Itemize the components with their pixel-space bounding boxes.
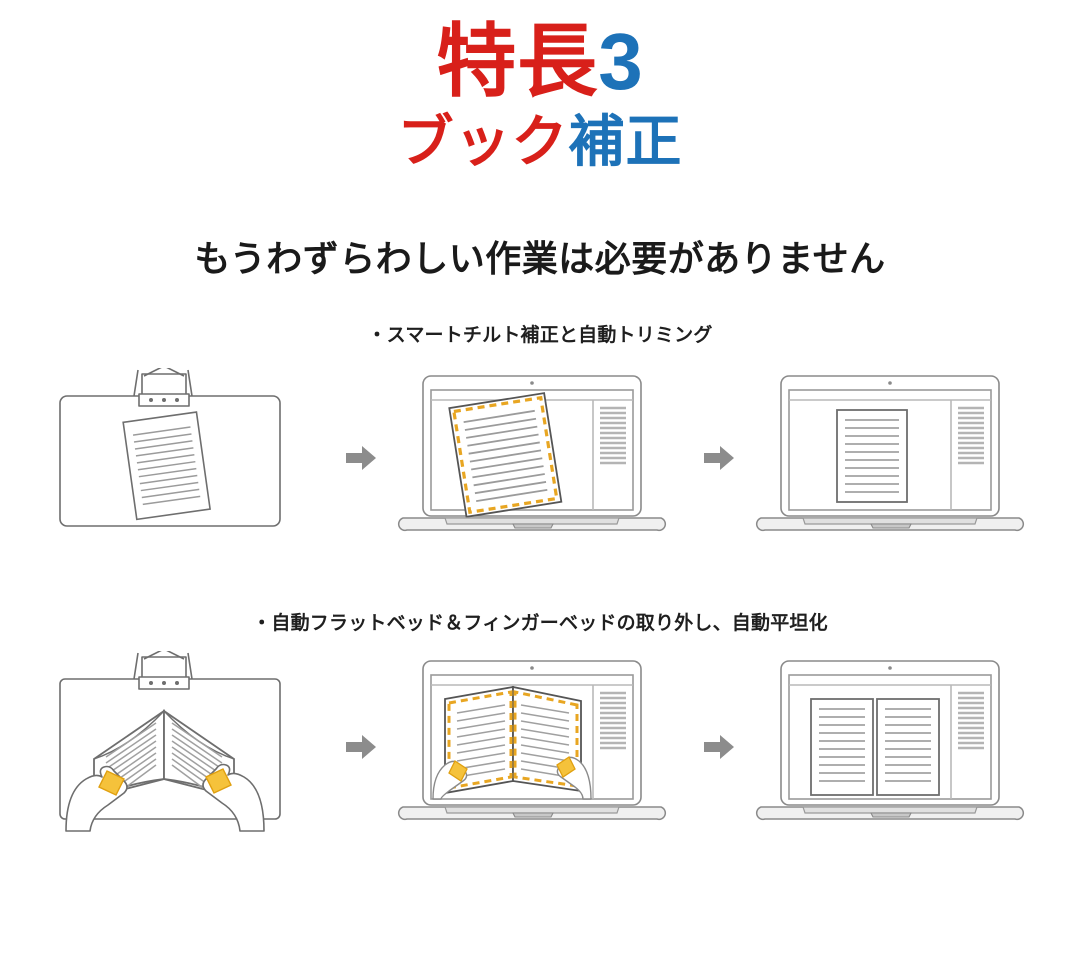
laptop-corrected-document xyxy=(748,365,1048,550)
page-subtitle: ブック補正 xyxy=(0,114,1080,170)
arrow-right-icon xyxy=(690,443,748,473)
arrow-right-icon xyxy=(690,732,748,762)
laptop-flattened-book xyxy=(748,649,1048,844)
main-heading: もうわずらわしい作業は必要がありません xyxy=(194,238,886,279)
page-subtitle-red: ブック xyxy=(397,110,569,173)
page-subtitle-blue: 補正 xyxy=(568,110,683,173)
row-1-caption: ・スマートチルト補正と自動トリミング xyxy=(367,325,713,346)
laptop-tilted-document-selection xyxy=(390,365,690,550)
flow-row-2 xyxy=(0,649,1080,844)
title-block: 特長3 ブック補正 xyxy=(0,0,1080,170)
scanner-mat-open-book-hands xyxy=(32,649,332,844)
page-title-number: 3 xyxy=(598,17,644,106)
arrow-right-icon xyxy=(332,732,390,762)
arrow-right-icon xyxy=(332,443,390,473)
scanner-mat-single-document xyxy=(32,365,332,550)
page-title: 特長3 xyxy=(0,22,1080,102)
flow-row-1 xyxy=(0,365,1080,550)
laptop-book-selection-fingers xyxy=(390,649,690,844)
row-2-caption: ・自動フラットベッド＆フィンガーベッドの取り外し、自動平坦化 xyxy=(252,613,828,634)
page-title-red: 特長 xyxy=(436,17,599,106)
